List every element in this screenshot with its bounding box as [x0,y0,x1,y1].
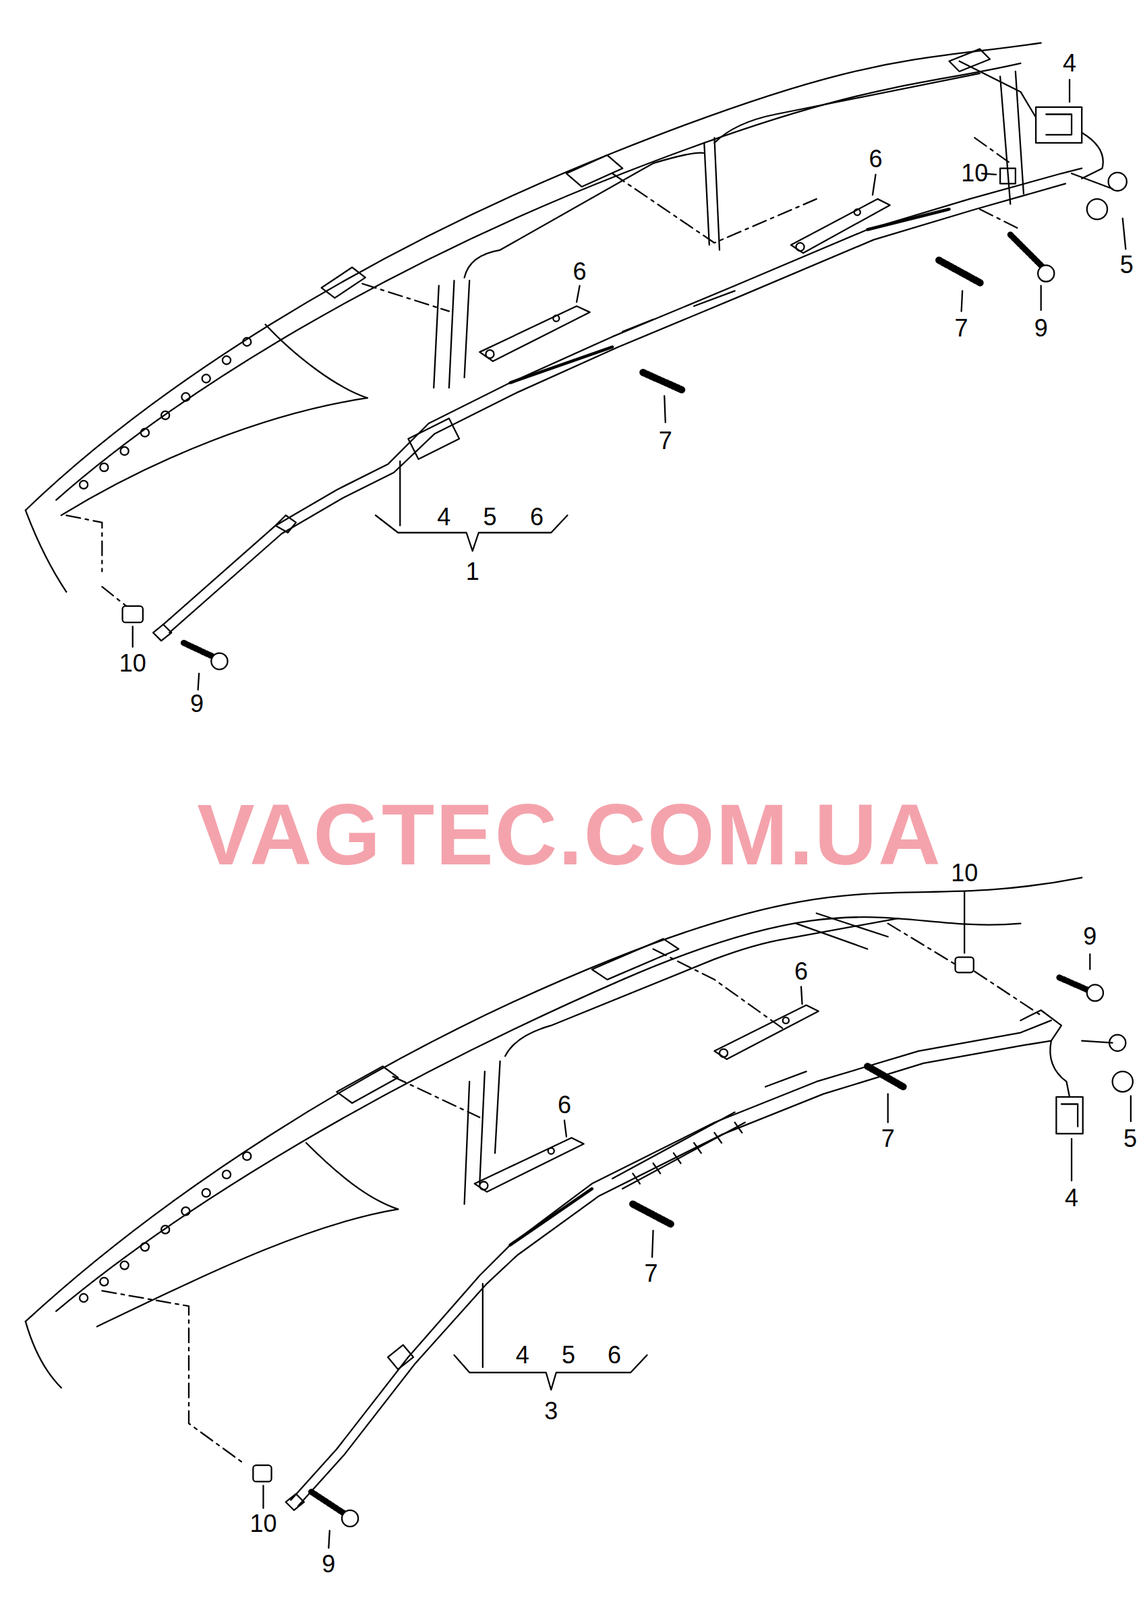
callout-number: 7 [881,1126,895,1152]
callout-number: 4 [1062,51,1077,76]
callout-number: 10 [950,861,978,886]
callout-number: 6 [868,147,883,172]
watermark: VAGTEC.COM.UA [196,791,943,879]
callout-number: 4 [436,505,451,530]
callout-number: 6 [557,1093,572,1118]
callout-number: 9 [190,691,204,717]
callout-number: 9 [321,1552,336,1577]
callout-number: 3 [544,1399,558,1424]
callout-number: 5 [561,1343,576,1368]
callout-number: 7 [658,428,673,454]
callout-number: 9 [1083,924,1097,949]
callout-number: 6 [530,505,544,530]
callout-number: 10 [960,161,988,186]
callout-number: 1 [465,559,480,584]
callout-number: 6 [573,259,587,284]
callout-number: 5 [482,505,497,530]
callout-number: 4 [1064,1186,1079,1211]
callout-number: 5 [1123,1126,1137,1152]
callout-number: 10 [249,1511,277,1537]
callout-number: 4 [515,1343,530,1368]
callout-number: 7 [954,316,969,341]
callout-number: 10 [119,651,147,676]
callout-number: 6 [607,1343,622,1368]
callout-number: 5 [1120,252,1134,278]
callout-number: 7 [644,1261,659,1286]
callout-number: 6 [794,959,808,984]
callout-number: 9 [1034,316,1048,341]
